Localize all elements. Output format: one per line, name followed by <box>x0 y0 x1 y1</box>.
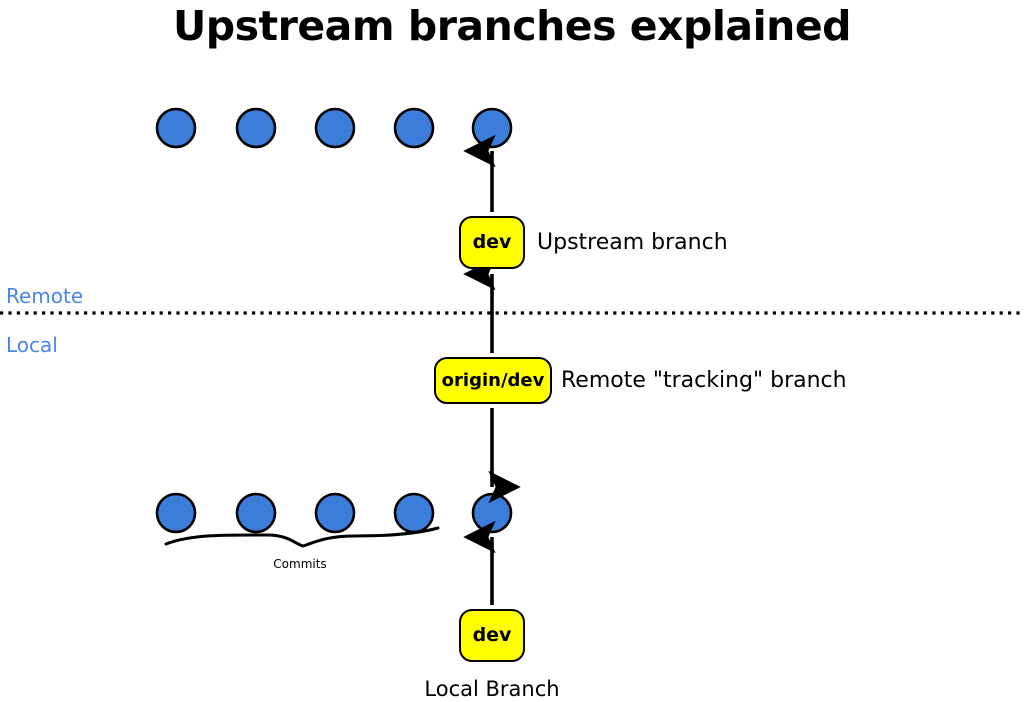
commit-circle[interactable] <box>393 492 435 534</box>
commits-brace-label: Commits <box>273 557 327 571</box>
local-commits <box>155 492 513 534</box>
commit-circle[interactable] <box>235 107 277 149</box>
commit-circles-group <box>155 107 513 534</box>
upstream-branch-label: Upstream branch <box>537 230 728 255</box>
brace-group <box>164 526 440 548</box>
branch-box-label: origin/dev <box>441 369 545 391</box>
commits-brace <box>164 526 440 548</box>
commit-circle[interactable] <box>471 492 513 534</box>
commit-circle[interactable] <box>471 107 513 149</box>
remote-commits <box>155 107 513 149</box>
commit-circle[interactable] <box>314 492 356 534</box>
commit-circle[interactable] <box>393 107 435 149</box>
commit-circle[interactable] <box>314 107 356 149</box>
zone-label-remote: Remote <box>6 284 84 308</box>
branch-box-upstream-dev[interactable]: dev <box>459 216 525 269</box>
branch-box-label: dev <box>472 231 512 253</box>
branch-box-label: dev <box>472 624 512 646</box>
commit-circle[interactable] <box>155 492 197 534</box>
local-branch-caption: Local Branch <box>424 677 560 701</box>
commit-circle[interactable] <box>235 492 277 534</box>
branch-box-origin-dev[interactable]: origin/dev <box>434 357 552 404</box>
zone-label-local: Local <box>6 333 58 357</box>
commit-circle[interactable] <box>155 107 197 149</box>
page-title: Upstream branches explained <box>173 2 851 50</box>
branch-box-local-dev[interactable]: dev <box>459 609 525 662</box>
remote-tracking-label: Remote "tracking" branch <box>561 368 847 393</box>
